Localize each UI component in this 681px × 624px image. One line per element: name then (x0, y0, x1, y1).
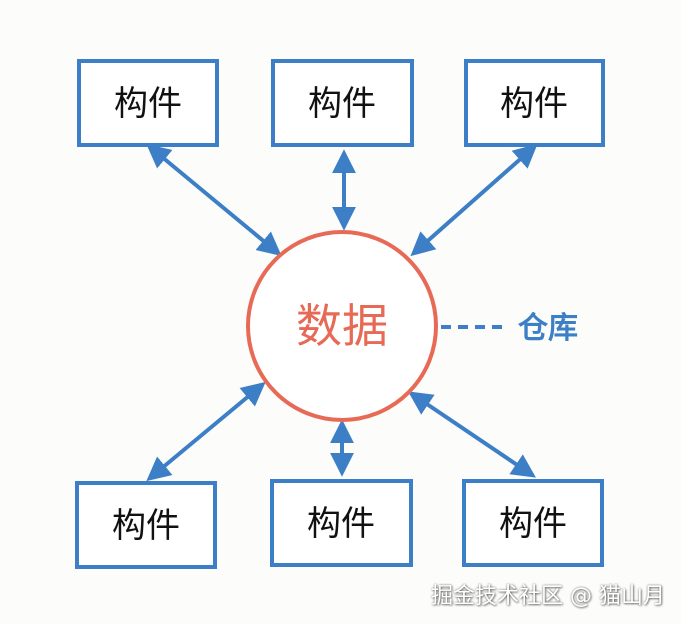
data-hub: 数据 (246, 230, 438, 422)
connectors (146, 143, 538, 482)
component-label: 构件 (307, 504, 375, 544)
component-label: 构件 (112, 506, 180, 546)
component-box-bottom-left: 构件 (75, 481, 217, 569)
component-label: 构件 (499, 504, 567, 544)
arrow-bottom-right (408, 391, 536, 478)
component-box-top-right: 构件 (464, 59, 605, 147)
component-label: 构件 (114, 84, 182, 124)
arrow-top-right (410, 143, 538, 257)
repository-label: 仓库 (518, 311, 578, 346)
component-box-top-center: 构件 (271, 59, 414, 147)
arrow-bottom-left (146, 381, 266, 482)
center-label: 数据 (296, 299, 388, 353)
component-box-bottom-right: 构件 (462, 479, 604, 567)
component-label: 构件 (500, 84, 568, 124)
component-box-top-left: 构件 (77, 59, 219, 147)
watermark: 掘金技术社区 @ 猫山月 (431, 584, 665, 609)
arrow-top-left (146, 143, 282, 257)
component-box-bottom-center: 构件 (270, 479, 413, 567)
component-label: 构件 (308, 84, 376, 124)
